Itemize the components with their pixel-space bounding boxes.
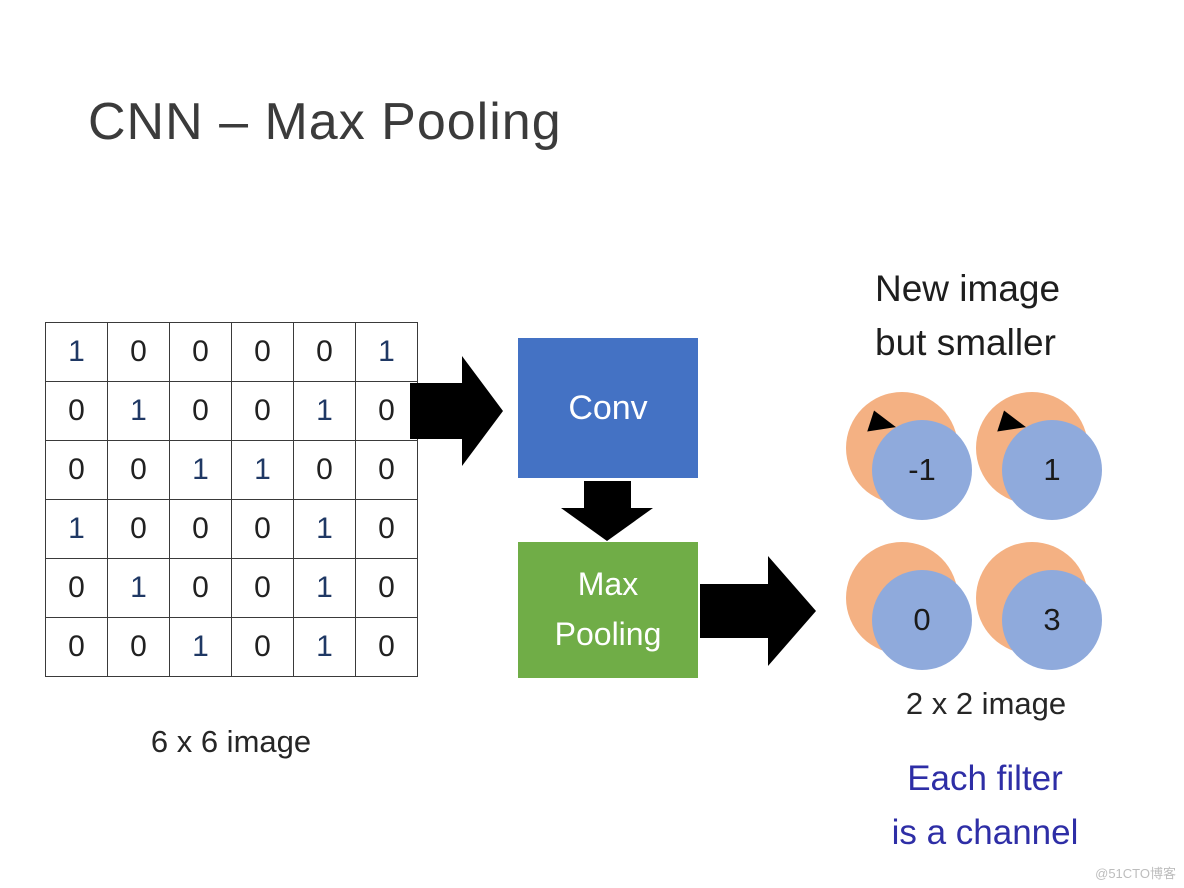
output-value-circle: 0 — [872, 570, 972, 670]
matrix-cell: 1 — [294, 618, 356, 677]
matrix-cell: 1 — [170, 441, 232, 500]
output-value: 3 — [1043, 602, 1061, 637]
matrix-cell: 1 — [294, 500, 356, 559]
matrix-cell: 0 — [108, 323, 170, 382]
output-value: 0 — [913, 602, 931, 637]
matrix-cell: 0 — [170, 559, 232, 618]
output-value-circle: -1 — [872, 420, 972, 520]
matrix-cell: 0 — [46, 559, 108, 618]
max-pooling-box: Max Pooling — [518, 542, 698, 678]
new-image-label: New image but smaller — [875, 262, 1120, 369]
matrix-cell: 0 — [170, 500, 232, 559]
matrix-cell: 1 — [294, 559, 356, 618]
new-image-label-line1: New image — [875, 268, 1061, 309]
output-cell-topleft: -1 — [846, 392, 996, 542]
matrix-cell: 1 — [294, 382, 356, 441]
matrix-cell: 0 — [46, 382, 108, 441]
matrix-cell: 0 — [170, 382, 232, 441]
matrix-cell: 1 — [170, 618, 232, 677]
watermark: @51CTO博客 — [1095, 866, 1176, 881]
matrix-cell: 0 — [356, 500, 418, 559]
matrix-cell: 0 — [108, 618, 170, 677]
matrix-cell: 1 — [356, 323, 418, 382]
filter-note-line1: Each filter — [907, 759, 1063, 798]
matrix-cell: 1 — [46, 323, 108, 382]
matrix-cell: 0 — [46, 441, 108, 500]
matrix-cell: 0 — [294, 441, 356, 500]
output-value-circle: 3 — [1002, 570, 1102, 670]
matrix-caption: 6 x 6 image — [150, 724, 312, 759]
matrix-cell: 0 — [232, 500, 294, 559]
matrix-cell: 0 — [232, 618, 294, 677]
filter-note-line2: is a channel — [891, 813, 1079, 853]
matrix-cell: 0 — [108, 441, 170, 500]
matrix-cell: 1 — [46, 500, 108, 559]
matrix-cell: 0 — [356, 382, 418, 441]
matrix-cell: 0 — [294, 323, 356, 382]
matrix-cell: 0 — [46, 618, 108, 677]
matrix-cell: 0 — [232, 382, 294, 441]
filter-note: Each filter is a channel — [840, 752, 1130, 861]
matrix-cell: 0 — [356, 441, 418, 500]
matrix-cell: 0 — [170, 323, 232, 382]
conv-box: Conv — [518, 338, 698, 478]
output-cell-bottomleft: 0 — [846, 542, 996, 692]
matrix-cell: 1 — [108, 559, 170, 618]
output-cell-bottomright: 3 — [976, 542, 1126, 692]
slide-title: CNN – Max Pooling — [88, 93, 562, 151]
matrix-cell: 1 — [232, 441, 294, 500]
matrix-cell: 0 — [356, 618, 418, 677]
matrix-cell: 0 — [232, 323, 294, 382]
max-pooling-label: Max Pooling — [554, 566, 662, 652]
matrix-cell: 1 — [108, 382, 170, 441]
output-cell-topright: 1 — [976, 392, 1126, 542]
matrix-cell: 0 — [356, 559, 418, 618]
matrix-cell: 0 — [232, 559, 294, 618]
output-value: -1 — [908, 452, 936, 487]
output-value-circle: 1 — [1002, 420, 1102, 520]
matrix-cell: 0 — [108, 500, 170, 559]
arrow-right-to-conv-icon — [410, 356, 503, 466]
arrow-right-to-output-icon — [700, 556, 816, 666]
output-caption: 2 x 2 image — [905, 686, 1067, 721]
new-image-label-line2: but smaller — [875, 321, 1056, 363]
arrow-down-to-pooling-icon — [561, 481, 653, 541]
output-value: 1 — [1043, 452, 1061, 487]
